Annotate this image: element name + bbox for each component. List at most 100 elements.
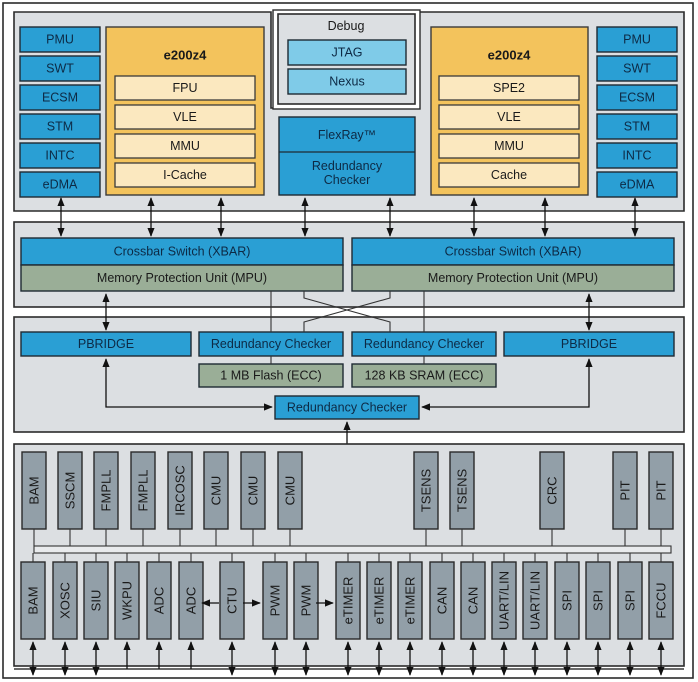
lower-peripheral-bam: BAM: [20, 561, 46, 640]
svg-text:Redundancy Checker: Redundancy Checker: [364, 337, 484, 351]
svg-text:BAM: BAM: [26, 586, 41, 614]
svg-text:Redundancy Checker: Redundancy Checker: [211, 337, 331, 351]
svg-text:MMU: MMU: [494, 139, 524, 153]
svg-text:I-Cache: I-Cache: [163, 168, 207, 182]
svg-text:STM: STM: [624, 120, 650, 134]
svg-text:PIT: PIT: [654, 480, 669, 500]
upper-peripheral-cmu: CMU: [240, 451, 266, 530]
svg-text:CAN: CAN: [435, 587, 450, 614]
svg-text:SPI: SPI: [591, 590, 606, 611]
lower-peripheral-fccu: FCCU: [648, 561, 674, 640]
upper-peripheral-fmpll: FMPLL: [93, 451, 119, 530]
svg-text:PWM: PWM: [268, 585, 283, 617]
svg-text:WKPU: WKPU: [120, 581, 135, 620]
svg-text:Crossbar Switch (XBAR): Crossbar Switch (XBAR): [114, 245, 251, 259]
flash-redundancy-checker: Redundancy Checker: [198, 331, 344, 357]
svg-text:1 MB Flash (ECC): 1 MB Flash (ECC): [220, 369, 321, 383]
upper-peripheral-bam: BAM: [21, 451, 47, 530]
svg-text:XOSC: XOSC: [58, 582, 73, 619]
pbridge-right: PBRIDGE: [503, 331, 675, 357]
svg-text:UART/LIN: UART/LIN: [497, 571, 512, 630]
core-left-unit-mmu: MMU: [114, 133, 256, 159]
upper-peripheral-crc: CRC: [539, 451, 565, 530]
core-right-unit-mmu: MMU: [438, 133, 580, 159]
svg-text:SPI: SPI: [560, 590, 575, 611]
core-left-unit-fpu: FPU: [114, 75, 256, 101]
lower-peripheral-can: CAN: [429, 561, 455, 640]
lower-peripheral-uart-lin: UART/LIN: [522, 561, 548, 640]
svg-text:eTIMER: eTIMER: [372, 577, 387, 625]
svg-text:Memory Protection Unit (MPU): Memory Protection Unit (MPU): [97, 271, 267, 285]
lower-peripheral-spi: SPI: [554, 561, 580, 640]
svg-text:CTU: CTU: [225, 587, 240, 614]
lower-peripheral-siu: SIU: [83, 561, 109, 640]
lower-peripheral-wkpu: WKPU: [114, 561, 140, 640]
svg-text:Nexus: Nexus: [329, 75, 364, 89]
mpu-right: Memory Protection Unit (MPU): [351, 264, 675, 292]
svg-text:PIT: PIT: [618, 480, 633, 500]
upper-peripheral-pit: PIT: [612, 451, 638, 530]
right-system-intc: INTC: [596, 142, 678, 169]
svg-text:FPU: FPU: [173, 81, 198, 95]
xbar-left: Crossbar Switch (XBAR): [20, 237, 344, 266]
svg-text:PMU: PMU: [623, 33, 651, 47]
mpu-left: Memory Protection Unit (MPU): [20, 264, 344, 292]
svg-text:eTIMER: eTIMER: [341, 577, 356, 625]
svg-text:CMU: CMU: [283, 476, 298, 506]
top-xbar-connectors: [57, 197, 639, 237]
lower-peripheral-uart-lin: UART/LIN: [491, 561, 517, 640]
svg-text:TSENS: TSENS: [419, 469, 434, 513]
svg-text:FMPLL: FMPLL: [99, 470, 114, 512]
upper-peripheral-ircosc: IRCOSC: [167, 451, 193, 530]
svg-text:SIU: SIU: [89, 590, 104, 612]
svg-text:INTC: INTC: [622, 149, 651, 163]
flexray-block: FlexRay™ Redundancy Checker: [278, 116, 416, 196]
right-system-ecsm: ECSM: [596, 84, 678, 111]
upper-peripheral-pit: PIT: [648, 451, 674, 530]
lower-peripheral-can: CAN: [460, 561, 486, 640]
svg-text:SWT: SWT: [46, 62, 74, 76]
svg-text:TSENS: TSENS: [455, 469, 470, 513]
core-right-unit-spe2: SPE2: [438, 75, 580, 101]
svg-text:ADC: ADC: [184, 587, 199, 614]
svg-text:PWM: PWM: [299, 585, 314, 617]
svg-text:128 KB SRAM (ECC): 128 KB SRAM (ECC): [365, 369, 484, 383]
sram-redundancy-checker: Redundancy Checker: [351, 331, 497, 357]
flexray-checker-line1: Redundancy: [312, 159, 383, 173]
svg-text:Memory Protection Unit (MPU): Memory Protection Unit (MPU): [428, 271, 598, 285]
svg-text:Redundancy Checker: Redundancy Checker: [287, 401, 407, 415]
svg-text:JTAG: JTAG: [331, 46, 362, 60]
lower-peripheral-pwm: PWM: [293, 561, 319, 640]
svg-text:CRC: CRC: [545, 476, 560, 504]
xbar-right: Crossbar Switch (XBAR): [351, 237, 675, 266]
right-system-stm: STM: [596, 113, 678, 140]
svg-text:SPE2: SPE2: [493, 81, 525, 95]
left-system-swt: SWT: [19, 55, 101, 82]
bridge-redundancy-checker: Redundancy Checker: [274, 395, 420, 420]
upper-peripheral-tsens: TSENS: [413, 451, 439, 530]
core-right-name: e200z4: [488, 48, 531, 63]
core-left-name: e200z4: [164, 48, 207, 63]
flexray-checker-line2: Checker: [324, 173, 371, 187]
svg-text:eDMA: eDMA: [620, 178, 655, 192]
core-right-unit-vle: VLE: [438, 104, 580, 130]
left-system-intc: INTC: [19, 142, 101, 169]
upper-peripheral-fmpll: FMPLL: [130, 451, 156, 530]
core-left-unit-i-cache: I-Cache: [114, 162, 256, 188]
svg-text:STM: STM: [47, 120, 73, 134]
svg-text:FCCU: FCCU: [654, 582, 669, 618]
svg-text:BAM: BAM: [27, 476, 42, 504]
svg-text:MMU: MMU: [170, 139, 200, 153]
flash-memory: 1 MB Flash (ECC): [198, 363, 344, 388]
lower-peripheral-etimer: eTIMER: [397, 561, 423, 640]
svg-text:PMU: PMU: [46, 33, 74, 47]
svg-text:VLE: VLE: [497, 110, 521, 124]
core-left-unit-vle: VLE: [114, 104, 256, 130]
peripheral-bus: [33, 545, 672, 554]
sram-memory: 128 KB SRAM (ECC): [351, 363, 497, 388]
core-right-unit-cache: Cache: [438, 162, 580, 188]
svg-text:SWT: SWT: [623, 62, 651, 76]
debug-title: Debug: [328, 19, 365, 33]
upper-peripheral-sscm: SSCM: [57, 451, 83, 530]
